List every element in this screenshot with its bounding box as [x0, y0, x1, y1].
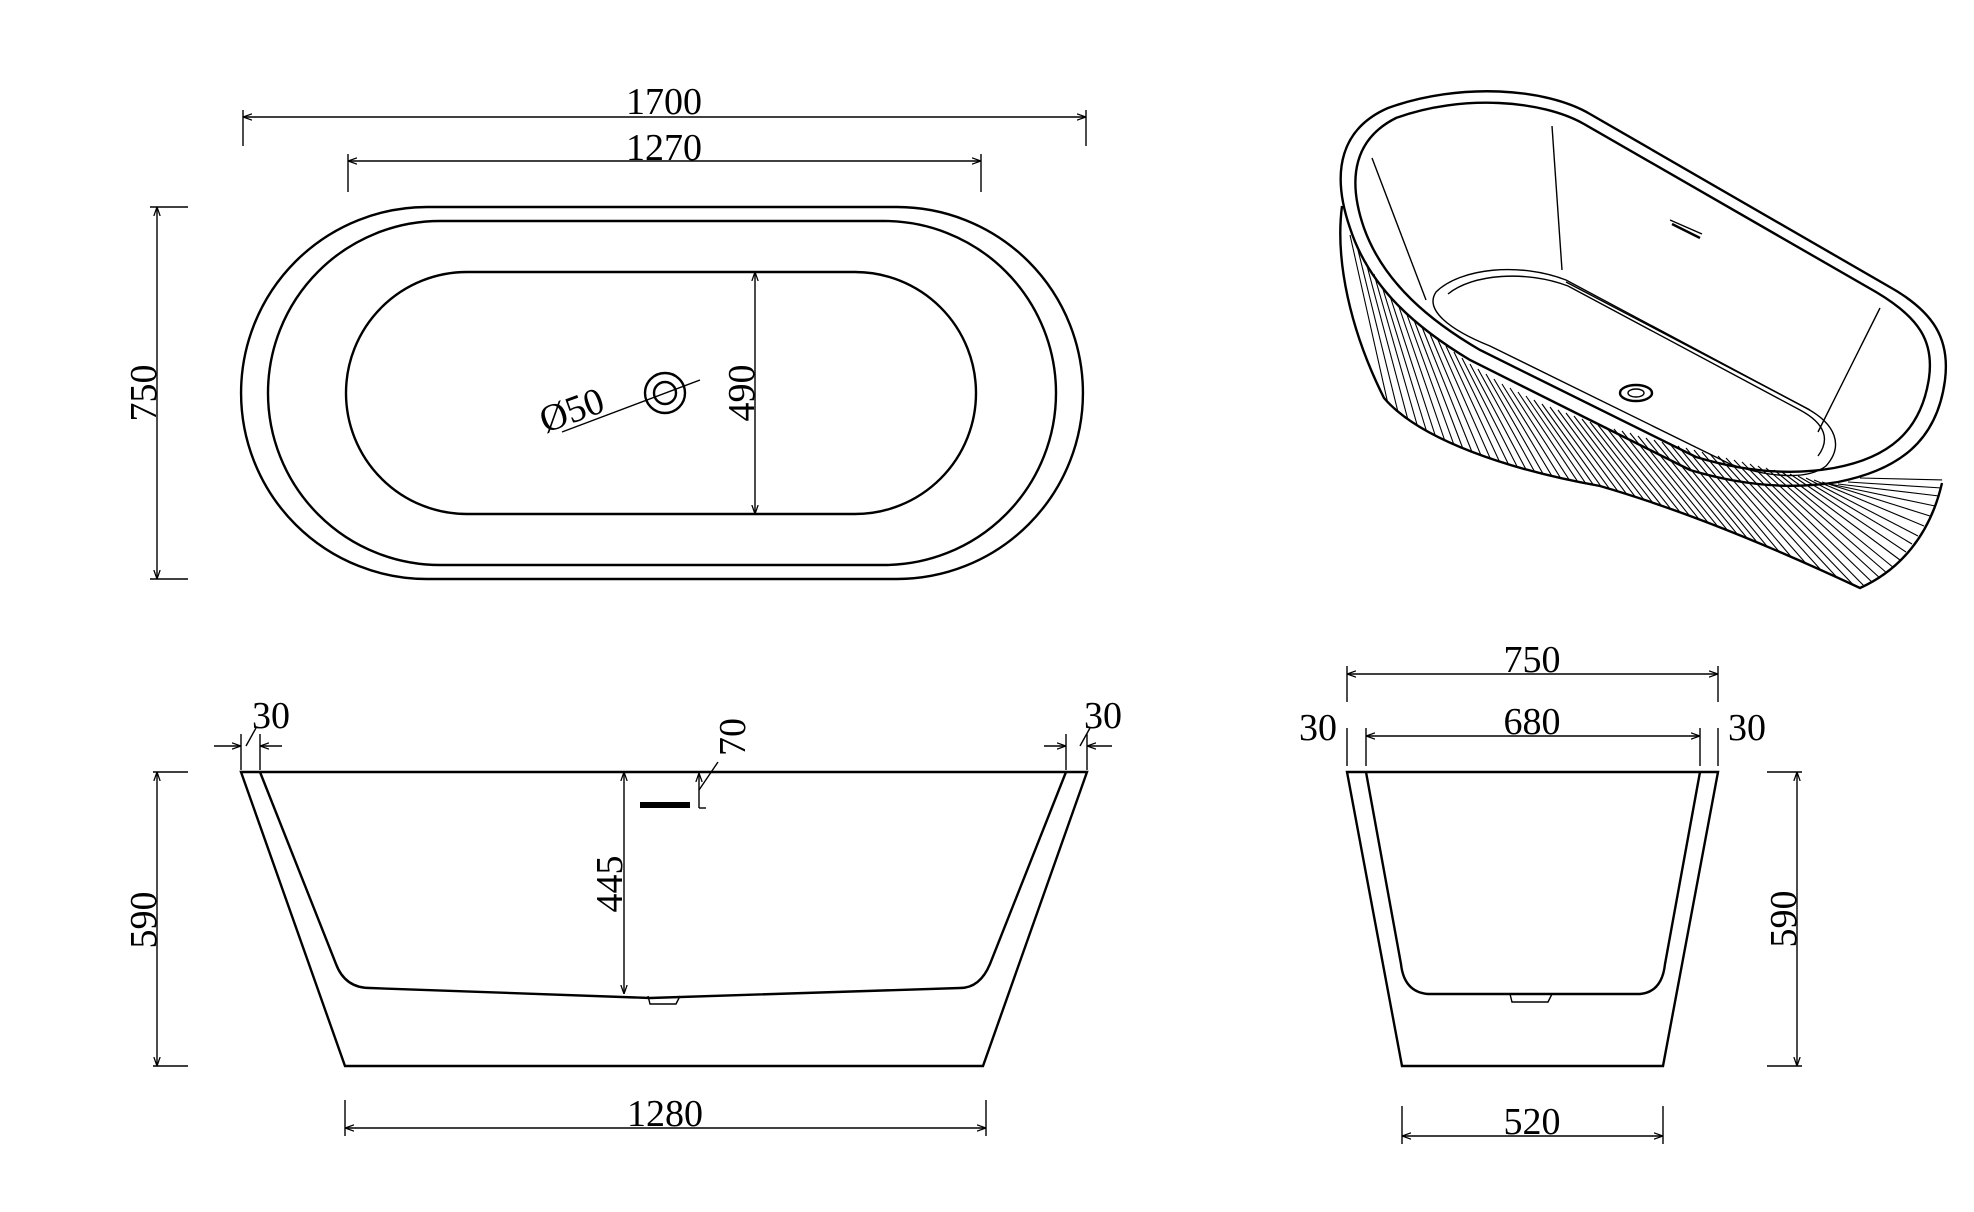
dim-label-side-rim-right: 30: [1084, 695, 1122, 737]
dim-label-side-rim-left: 30: [252, 695, 290, 737]
dim-label-end-base-width: 520: [1504, 1101, 1561, 1143]
overflow-slot-edge: [1669, 219, 1703, 235]
leader-rim-left: [245, 727, 257, 747]
dim-label-inner-length: 1270: [626, 127, 702, 169]
dim-label-inner-width: 490: [721, 365, 763, 422]
dim-label-end-rim-right: 30: [1728, 707, 1766, 749]
perspective-view: [1339, 90, 1948, 590]
interior-line-3: [1817, 307, 1881, 433]
side-view: 30 30 70 445 590 1280: [123, 695, 1122, 1136]
end-drain-fitting: [1509, 993, 1553, 1003]
interior-line-4: [1565, 281, 1811, 411]
leader-rim-right: [1079, 727, 1091, 747]
drain-inner-ring: [652, 380, 678, 406]
tub-rim-inner: [1354, 101, 1932, 474]
overflow-slot: [1671, 222, 1701, 240]
tub-body-outline: [1339, 205, 1944, 590]
leader-line-drain: [561, 379, 701, 433]
dim-label-overall-width: 750: [123, 365, 165, 422]
drain-outer-ring: [643, 371, 687, 415]
tub-outer-rim: [239, 205, 1085, 581]
dim-label-overflow-offset: 70: [712, 718, 754, 756]
tub-inner-rim: [266, 219, 1058, 567]
tub-basin-floor: [1432, 268, 1837, 477]
interior-line-2: [1551, 125, 1563, 271]
dim-label-side-height: 590: [123, 892, 165, 949]
perspective-drain-outer: [1618, 383, 1654, 403]
end-inner-profile: [1364, 771, 1702, 996]
side-outer-profile: [239, 770, 1089, 1068]
top-view: 1700 1270 750 490 Ø50: [123, 81, 1087, 581]
dim-label-end-height: 590: [1763, 891, 1805, 948]
dim-label-overall-length: 1700: [626, 81, 702, 123]
side-inner-profile: [258, 771, 1068, 1000]
dim-label-inner-depth: 445: [589, 856, 631, 913]
side-drain-fitting: [647, 995, 681, 1005]
dim-label-base-length: 1280: [627, 1093, 703, 1135]
side-overflow-slot: [640, 802, 690, 808]
end-outer-profile: [1345, 770, 1720, 1068]
tub-basin-floor-inner: [1447, 275, 1826, 457]
dim-label-drain-diameter: Ø50: [534, 380, 610, 442]
tub-body-flutes: [1349, 234, 1943, 588]
leader-overflow: [698, 761, 719, 791]
dim-label-end-rim-left: 30: [1299, 707, 1337, 749]
dim-label-end-inner-width: 680: [1504, 701, 1561, 743]
perspective-drain-inner: [1627, 388, 1645, 398]
end-view: 750 680 30 30 590 520: [1299, 639, 1805, 1144]
interior-line-1: [1371, 157, 1427, 301]
tub-rim-outer: [1339, 90, 1948, 487]
dim-label-end-overall-width: 750: [1504, 639, 1561, 681]
tub-basin-outline: [344, 270, 978, 516]
